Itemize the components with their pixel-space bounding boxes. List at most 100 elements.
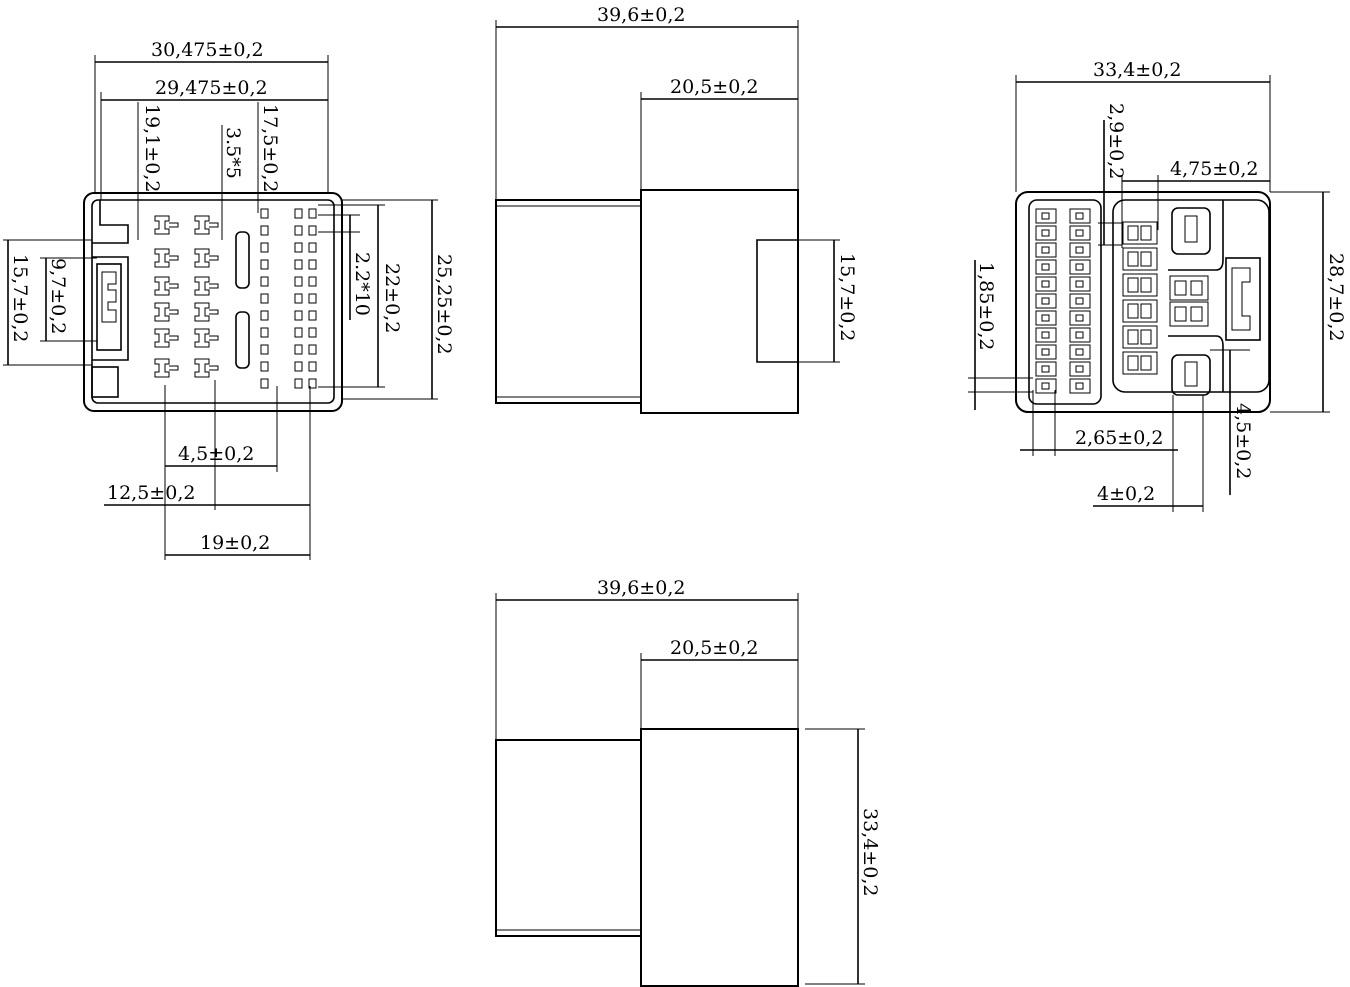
pin-cavity bbox=[294, 242, 303, 253]
front-pitch-35-label: 3.5*5 bbox=[222, 127, 244, 179]
rear-height-label: 28,7±0,2 bbox=[1325, 253, 1347, 341]
terminal-key bbox=[194, 302, 219, 322]
rear-terminal bbox=[1169, 301, 1209, 327]
front-latch-15-7-label: 15,7±0,2 bbox=[9, 254, 31, 342]
front-latch-9-7-label: 9,7±0,2 bbox=[47, 258, 69, 334]
rear-cavity-lock bbox=[1075, 246, 1084, 254]
pin-cavity bbox=[308, 310, 317, 321]
terminal-key bbox=[154, 276, 179, 296]
rear-terminal-slot bbox=[1127, 303, 1139, 319]
rear-terminal bbox=[1169, 275, 1209, 301]
terminal-key bbox=[154, 248, 179, 268]
pin-cavity bbox=[260, 327, 269, 338]
pin-cavity bbox=[260, 208, 269, 219]
rear-cavity bbox=[1069, 259, 1091, 275]
rear-cavity-lock bbox=[1041, 297, 1050, 305]
rear-4-5-label: 4,5±0,2 bbox=[1232, 403, 1254, 479]
rear-cavity bbox=[1035, 276, 1057, 292]
rear-terminal-slot bbox=[1127, 329, 1139, 345]
terminal-key bbox=[154, 358, 179, 378]
terminal-key bbox=[194, 215, 219, 235]
pin-cavity bbox=[260, 225, 269, 236]
pin-cavity bbox=[294, 310, 303, 321]
rear-cavity bbox=[1069, 378, 1091, 394]
rear-cavity-lock bbox=[1041, 331, 1050, 339]
rear-cavity-lock bbox=[1075, 314, 1084, 322]
pin-cavity bbox=[260, 276, 269, 287]
pin-cavity bbox=[294, 378, 303, 389]
rear-cavity bbox=[1069, 208, 1091, 224]
rear-terminal-slot bbox=[1127, 225, 1139, 241]
rear-cavity-lock bbox=[1075, 331, 1084, 339]
rear-cavity bbox=[1069, 293, 1091, 309]
rear-terminal-slot bbox=[1127, 251, 1139, 267]
front-view: 30,475±0,2 29,475±0,2 19,1±0,2 3.5*5 17,… bbox=[3, 39, 455, 560]
rear-cavity bbox=[1069, 276, 1091, 292]
front-17-5-label: 17,5±0,2 bbox=[259, 104, 281, 192]
rear-terminal-slot bbox=[1140, 277, 1152, 293]
rear-terminal-slot bbox=[1174, 306, 1187, 322]
pin-cavity bbox=[294, 344, 303, 355]
pin-cavity bbox=[308, 276, 317, 287]
rear-cavity-lock bbox=[1075, 348, 1084, 356]
rear-cavity bbox=[1069, 361, 1091, 377]
pin-cavity bbox=[260, 361, 269, 372]
rear-cavity-lock bbox=[1041, 280, 1050, 288]
terminal-key bbox=[154, 328, 179, 348]
rear-cavity-grid bbox=[1035, 208, 1091, 394]
pin-cavity bbox=[308, 259, 317, 270]
pin-cavity bbox=[260, 293, 269, 304]
terminal-key bbox=[194, 328, 219, 348]
front-terminal-keys bbox=[154, 215, 219, 378]
rear-terminal-slot bbox=[1140, 303, 1152, 319]
rear-terminal bbox=[1122, 273, 1158, 297]
rear-terminal-slot bbox=[1127, 355, 1139, 371]
side-bottom-depth-label: 33,4±0,2 bbox=[859, 808, 881, 896]
side-bottom-length-label: 39,6±0,2 bbox=[597, 577, 685, 599]
rear-cavity bbox=[1069, 310, 1091, 326]
pin-cavity bbox=[308, 208, 317, 219]
pin-cavity bbox=[308, 327, 317, 338]
rear-cavity bbox=[1069, 242, 1091, 258]
rear-cavity bbox=[1035, 327, 1057, 343]
rear-cavity bbox=[1035, 208, 1057, 224]
rear-4-label: 4±0,2 bbox=[1097, 483, 1155, 505]
pin-cavity bbox=[294, 327, 303, 338]
terminal-key bbox=[154, 302, 179, 322]
rear-cavity bbox=[1069, 344, 1091, 360]
front-pitch-22-label: 2.2*10 bbox=[351, 252, 373, 316]
terminal-key bbox=[194, 358, 219, 378]
rear-terminal-slot bbox=[1140, 329, 1152, 345]
rear-cavity-lock bbox=[1041, 348, 1050, 356]
pin-cavity bbox=[294, 276, 303, 287]
rear-cavity-lock bbox=[1075, 365, 1084, 373]
pin-cavity bbox=[260, 344, 269, 355]
rear-cavity-lock bbox=[1075, 229, 1084, 237]
rear-2-9-label: 2,9±0,2 bbox=[1105, 103, 1127, 179]
rear-terminal-slot bbox=[1140, 355, 1152, 371]
rear-terminal bbox=[1122, 351, 1158, 375]
pin-cavity bbox=[260, 310, 269, 321]
pin-cavity bbox=[308, 242, 317, 253]
rear-cavity bbox=[1035, 310, 1057, 326]
side-top-body-label: 20,5±0,2 bbox=[670, 76, 758, 98]
side-bottom-body-label: 20,5±0,2 bbox=[670, 637, 758, 659]
terminal-key bbox=[194, 248, 219, 268]
rear-terminal-slot bbox=[1127, 277, 1139, 293]
pin-cavity bbox=[308, 225, 317, 236]
rear-cavity bbox=[1035, 378, 1057, 394]
rear-cavity bbox=[1035, 259, 1057, 275]
front-12-5-label: 12,5±0,2 bbox=[107, 482, 195, 504]
rear-terminal-slot bbox=[1140, 251, 1152, 267]
rear-cavity-lock bbox=[1041, 263, 1050, 271]
rear-cavity-lock bbox=[1041, 212, 1050, 220]
rear-cavity-lock bbox=[1075, 297, 1084, 305]
rear-cavity-lock bbox=[1041, 382, 1050, 390]
side-view-top: 15,7±0,2 39,6±0,2 20,5±0,2 bbox=[495, 4, 858, 414]
pin-cavity bbox=[260, 259, 269, 270]
rear-4-75-label: 4,75±0,2 bbox=[1170, 158, 1258, 180]
pin-cavity bbox=[294, 259, 303, 270]
side-top-latch-label: 15,7±0,2 bbox=[836, 253, 858, 341]
pin-cavity bbox=[294, 293, 303, 304]
